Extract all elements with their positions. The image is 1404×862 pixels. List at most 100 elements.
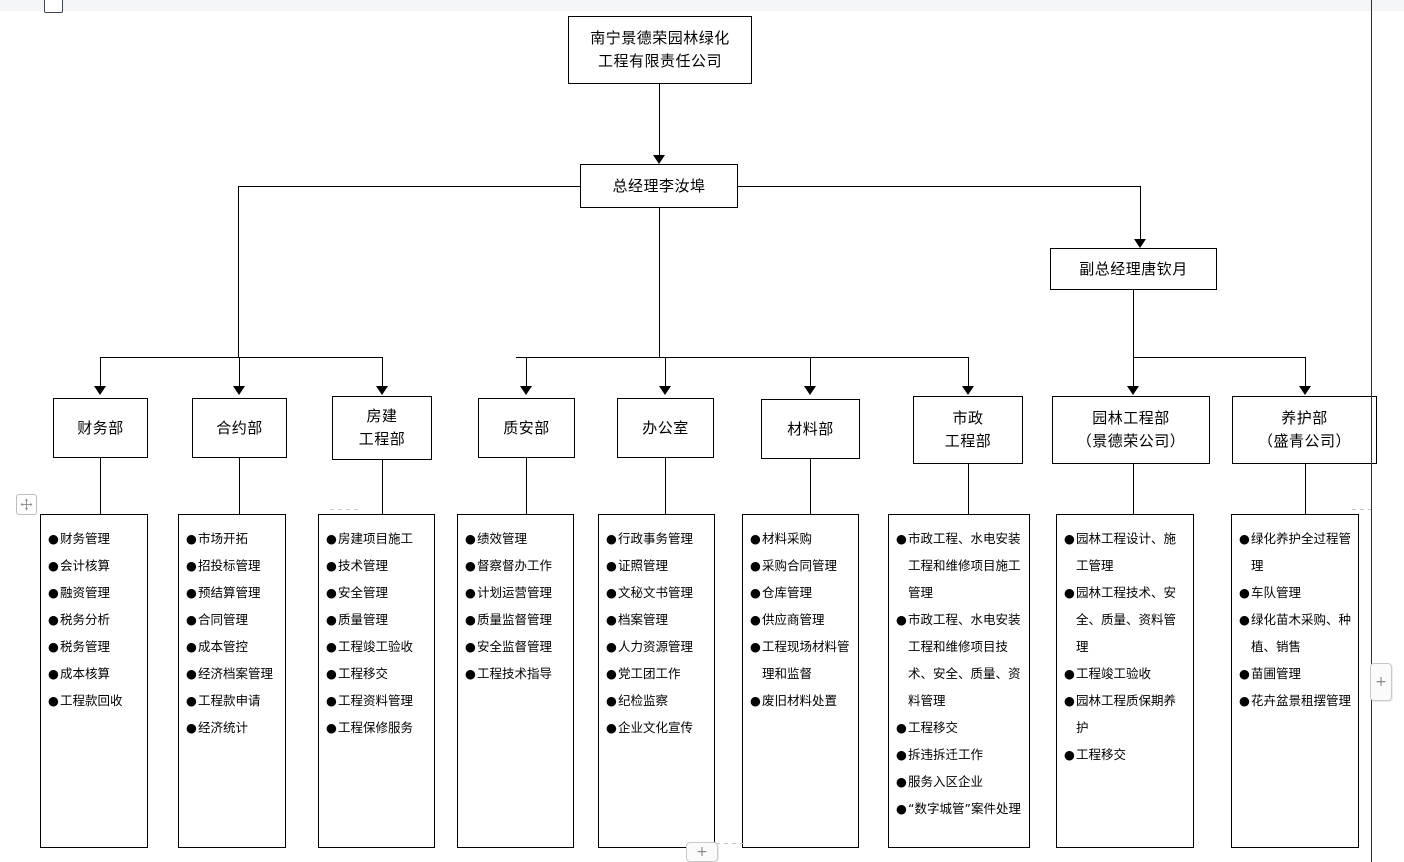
bus-middle-departments	[516, 357, 968, 358]
bullet-icon: ●	[1064, 693, 1075, 708]
list-item: ●工程竣工验收	[326, 633, 427, 660]
list-item: ●企业文化宣传	[606, 714, 707, 741]
bullet-icon: ●	[186, 693, 197, 708]
arrow-office	[659, 386, 671, 395]
node-dept-contract[interactable]: 合约部	[192, 398, 287, 458]
list-item: ●工程资料管理	[326, 687, 427, 714]
list-item: ●苗圃管理	[1239, 660, 1351, 687]
arrow-landscape	[1127, 386, 1139, 395]
add-row-label: +	[696, 844, 708, 860]
list-item: ●税务分析	[48, 606, 140, 633]
bullet-icon: ●	[48, 531, 59, 546]
bullet-icon: ●	[326, 612, 337, 627]
page-edge-right	[1371, 0, 1372, 862]
list-item: ●废旧材料处置	[750, 687, 851, 714]
node-dept-quality[interactable]: 质安部	[478, 398, 575, 458]
node-deputy-manager[interactable]: 副总经理唐钦月	[1050, 248, 1217, 290]
node-company[interactable]: 南宁景德荣园林绿化 工程有限责任公司	[568, 16, 752, 84]
bullet-icon: ●	[465, 585, 476, 600]
bullet-icon: ●	[48, 693, 59, 708]
leg-panel-landscape	[1133, 464, 1134, 514]
bullet-icon: ●	[186, 612, 197, 627]
bullet-icon: ●	[1239, 531, 1250, 546]
list-item: ●园林工程技术、安全、质量、资料管理	[1064, 579, 1186, 660]
connector-deputy-down	[1140, 186, 1141, 241]
bullet-icon: ●	[48, 666, 59, 681]
company-line1: 南宁景德荣园林绿化	[590, 29, 730, 47]
add-column-button[interactable]: +	[1370, 663, 1392, 701]
panel-office: ●行政事务管理 ●证照管理 ●文秘文书管理 ●档案管理 ●人力资源管理 ●党工团…	[598, 514, 715, 848]
list-item: ●仓库管理	[750, 579, 851, 606]
node-dept-maintenance[interactable]: 养护部 （盛青公司）	[1232, 396, 1377, 464]
dept-quality-title: 质安部	[503, 418, 550, 437]
top-strip	[0, 0, 1404, 11]
node-dept-office[interactable]: 办公室	[617, 398, 714, 458]
bullet-icon: ●	[1064, 585, 1075, 600]
list-item: ●市场开拓	[186, 525, 278, 552]
bullet-icon: ●	[48, 585, 59, 600]
bullet-icon: ●	[1239, 666, 1250, 681]
list-item: ●园林工程设计、施工管理	[1064, 525, 1186, 579]
list-item: ●材料采购	[750, 525, 851, 552]
connector-gm-right	[738, 186, 1140, 187]
list-item: ●工程款申请	[186, 687, 278, 714]
guide-dash-right	[1352, 509, 1372, 510]
list-item: ●市政工程、水电安装工程和维修项目技术、安全、质量、资料管理	[896, 606, 1022, 714]
list-item: ●工程移交	[1064, 741, 1186, 768]
node-dept-finance[interactable]: 财务部	[53, 398, 148, 458]
list-item: ●安全管理	[326, 579, 427, 606]
connector-gm-left-down	[238, 186, 239, 358]
list-item: ●招投标管理	[186, 552, 278, 579]
bullet-icon: ●	[606, 531, 617, 546]
panel-housing: ●房建项目施工 ●技术管理 ●安全管理 ●质量管理 ●工程竣工验收 ●工程移交 …	[318, 514, 435, 848]
list-item: ●供应商管理	[750, 606, 851, 633]
list-item: ●工程移交	[896, 714, 1022, 741]
bullet-icon: ●	[186, 666, 197, 681]
guide-dash-left	[330, 509, 358, 510]
list-item: ●市政工程、水电安装工程和维修项目施工管理	[896, 525, 1022, 606]
list-item: ●经济统计	[186, 714, 278, 741]
list-item: ●经济档案管理	[186, 660, 278, 687]
bullet-icon: ●	[186, 558, 197, 573]
move-cross-icon[interactable]	[16, 494, 37, 515]
list-item: ●成本管控	[186, 633, 278, 660]
page-tab-handle[interactable]	[44, 0, 63, 13]
arrow-quality	[520, 386, 532, 395]
leg-landscape	[1133, 357, 1134, 389]
list-item: ●工程竣工验收	[1064, 660, 1186, 687]
list-item: ●安全监督管理	[465, 633, 566, 660]
bullet-icon: ●	[1064, 747, 1075, 762]
bullet-icon: ●	[606, 639, 617, 654]
list-item: ●合同管理	[186, 606, 278, 633]
arrow-company-gm	[653, 155, 665, 164]
connector-company-gm	[659, 84, 660, 156]
bullet-icon: ●	[186, 585, 197, 600]
list-item: ●会计核算	[48, 552, 140, 579]
panel-landscape: ●园林工程设计、施工管理 ●园林工程技术、安全、质量、资料管理 ●工程竣工验收 …	[1056, 514, 1194, 848]
bullet-icon: ●	[1064, 531, 1075, 546]
bullet-icon: ●	[1239, 612, 1250, 627]
panel-contract: ●市场开拓 ●招投标管理 ●预结算管理 ●合同管理 ●成本管控 ●经济档案管理 …	[178, 514, 286, 848]
leg-panel-material	[810, 459, 811, 514]
leg-maintenance	[1305, 357, 1306, 389]
node-dept-landscape[interactable]: 园林工程部 （景德荣公司）	[1052, 396, 1210, 464]
list-item: ●纪检监察	[606, 687, 707, 714]
dept-office-title: 办公室	[642, 418, 689, 437]
bullet-icon: ●	[186, 720, 197, 735]
bullet-icon: ●	[896, 747, 907, 762]
bullet-icon: ●	[606, 693, 617, 708]
list-item: ●采购合同管理	[750, 552, 851, 579]
add-row-button[interactable]: +	[686, 842, 718, 862]
bullet-icon: ●	[896, 612, 907, 627]
arrow-contract	[233, 386, 245, 395]
connector-deputy-down2	[1133, 290, 1134, 358]
node-general-manager[interactable]: 总经理李汝埠	[580, 164, 738, 208]
node-dept-housing[interactable]: 房建 工程部	[332, 396, 432, 460]
node-dept-material[interactable]: 材料部	[761, 399, 860, 459]
node-dept-municipal[interactable]: 市政 工程部	[913, 396, 1023, 464]
panel-maintenance: ●绿化养护全过程管理 ●车队管理 ●绿化苗木采购、种植、销售 ●苗圃管理 ●花卉…	[1231, 514, 1359, 848]
bullet-icon: ●	[465, 639, 476, 654]
bullet-icon: ●	[326, 558, 337, 573]
arrow-material	[804, 386, 816, 395]
